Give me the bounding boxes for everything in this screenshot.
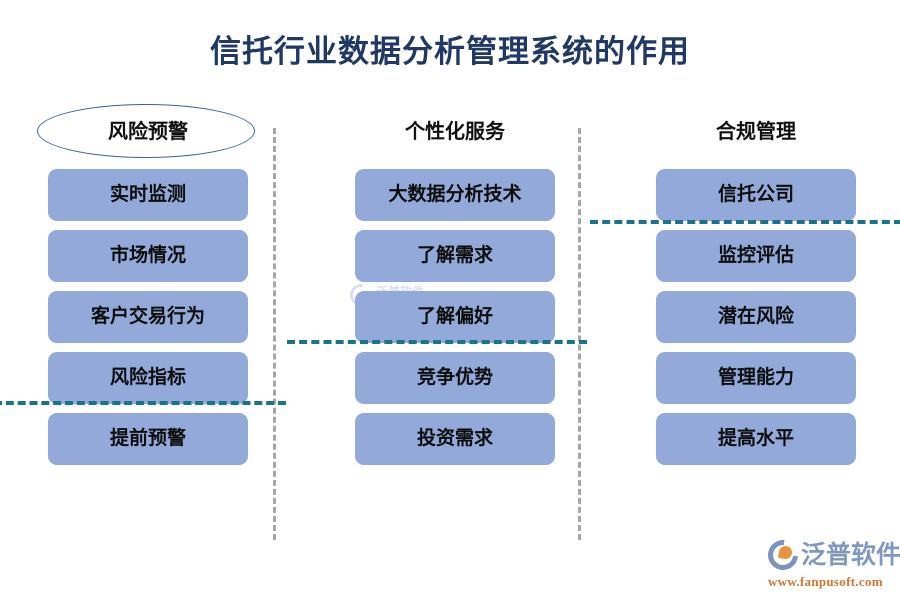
fanpu-logo-icon <box>761 533 805 577</box>
item-box[interactable]: 市场情况 <box>48 230 248 282</box>
column-header-compliance-management: 合规管理 <box>656 104 856 160</box>
column-header-label: 风险预警 <box>108 121 188 143</box>
brand-logo: 泛普软件 www.fanpusoft.com <box>761 533 900 592</box>
item-box[interactable]: 风险指标 <box>48 352 248 404</box>
brand-logo-row: 泛普软件 <box>761 533 900 577</box>
item-box[interactable]: 监控评估 <box>656 230 856 282</box>
item-box[interactable]: 潜在风险 <box>656 291 856 343</box>
item-box[interactable]: 竞争优势 <box>355 352 555 404</box>
item-box[interactable]: 了解偏好 <box>355 291 555 343</box>
item-box[interactable]: 提前预警 <box>48 413 248 465</box>
accent-dash-line-3 <box>590 220 900 224</box>
item-box[interactable]: 大数据分析技术 <box>355 169 555 221</box>
column-risk-warning: 风险预警 实时监测 市场情况 客户交易行为 风险指标 提前预警 <box>37 104 255 465</box>
column-header-label: 个性化服务 <box>405 121 505 143</box>
column-compliance-management: 合规管理 信托公司 监控评估 潜在风险 管理能力 提高水平 <box>656 104 856 465</box>
header-ellipse-highlight <box>37 104 255 158</box>
item-box[interactable]: 管理能力 <box>656 352 856 404</box>
item-box[interactable]: 投资需求 <box>355 413 555 465</box>
brand-url-label: www.fanpusoft.com <box>768 574 883 589</box>
item-box[interactable]: 实时监测 <box>48 169 248 221</box>
column-personalized-service: 个性化服务 大数据分析技术 了解需求 了解偏好 竞争优势 投资需求 <box>355 104 555 465</box>
accent-dash-line-1 <box>0 401 286 405</box>
column-header-label: 合规管理 <box>716 121 796 143</box>
column-divider-2 <box>578 128 581 540</box>
column-divider-1 <box>273 128 276 540</box>
column-header-risk-warning: 风险预警 <box>37 104 255 160</box>
item-box[interactable]: 客户交易行为 <box>48 291 248 343</box>
item-box[interactable]: 提高水平 <box>656 413 856 465</box>
brand-name-label: 泛普软件 <box>801 540 900 569</box>
item-box[interactable]: 信托公司 <box>656 169 856 221</box>
page-title: 信托行业数据分析管理系统的作用 <box>210 34 690 69</box>
accent-dash-line-2 <box>287 340 587 344</box>
item-box[interactable]: 了解需求 <box>355 230 555 282</box>
column-header-personalized-service: 个性化服务 <box>355 104 555 160</box>
